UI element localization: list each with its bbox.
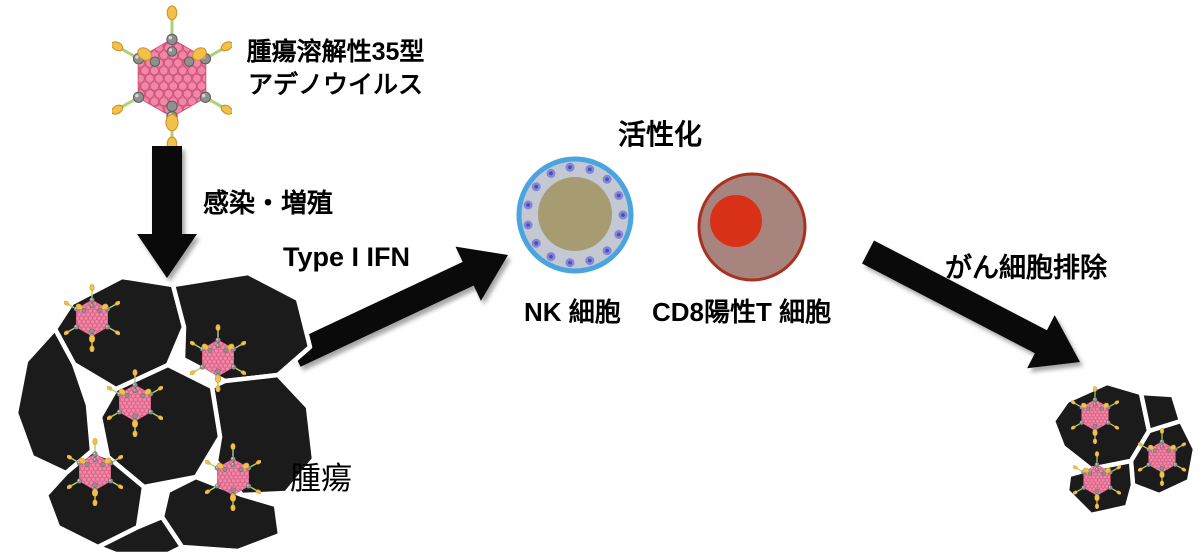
virus-title-line2: アデノウイルス [247,70,423,99]
nk-cell-label: NK 細胞 [524,297,621,327]
adenovirus-icon [112,5,232,151]
nk-cell-icon [516,156,634,274]
cancer-elimination-label: がん細胞排除 [945,253,1107,283]
type1-ifn-label: Type I IFN [283,242,411,272]
virus-title-line1: 腫瘍溶解性35型 [246,38,425,66]
tumor-cells [13,270,317,554]
tumor-label: 腫瘍 [290,461,352,497]
down-arrow-icon [137,146,197,278]
elimination-arrow-icon [862,240,1080,369]
cd8-t-cell-icon [697,172,807,282]
infected-tumor-cluster-icon [13,270,317,554]
virus-title: 腫瘍溶解性35型 アデノウイルス [228,36,443,101]
infection-growth-label: 感染・増殖 [203,188,334,218]
type1-ifn-arrow-icon [289,246,508,367]
nk-granules [523,162,628,268]
cd8-t-cell-label: CD8陽性T 細胞 [652,297,832,327]
regressing-tumor-cluster-icon [1050,380,1198,518]
activation-label: 活性化 [618,119,703,150]
